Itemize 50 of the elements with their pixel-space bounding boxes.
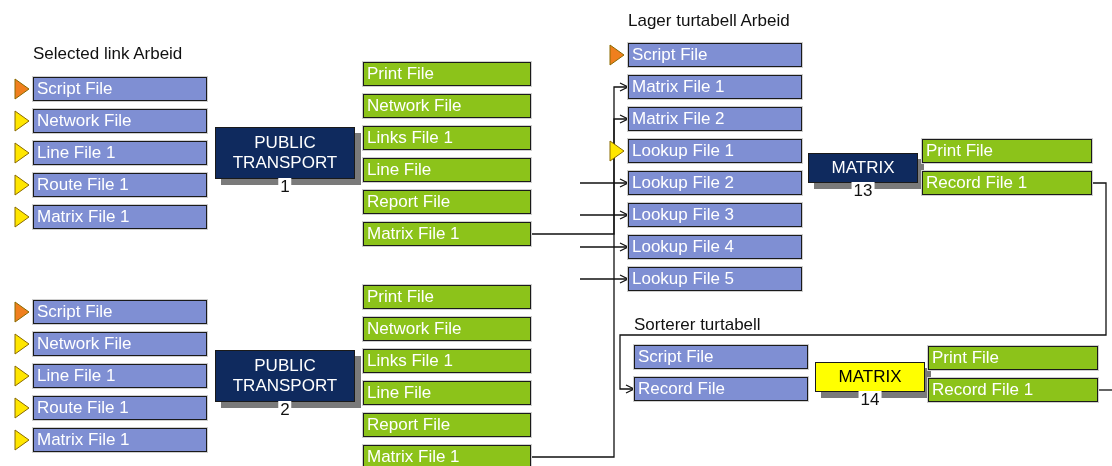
input-file-box: Lookup File 1 [628, 139, 802, 163]
output-file-box: Print File [922, 139, 1092, 163]
program-name: PUBLIC TRANSPORT [231, 356, 339, 396]
program-name: MATRIX [838, 367, 902, 387]
input-file-box: Network File [33, 109, 207, 133]
input-file-box: Line File 1 [33, 364, 207, 388]
output-file-box: Print File [928, 346, 1098, 370]
input-file-box: Lookup File 3 [628, 203, 802, 227]
output-file-box: Network File [363, 94, 531, 118]
connector-arrow [530, 114, 629, 458]
input-file-box: Script File [634, 345, 808, 369]
input-file-box: Script File [628, 43, 802, 67]
output-file-box: Matrix File 1 [363, 445, 531, 466]
input-file-box: Lookup File 4 [628, 235, 802, 259]
output-file-box: Matrix File 1 [363, 222, 531, 246]
output-file-box: Line File [363, 158, 531, 182]
output-file-box: Report File [363, 413, 531, 437]
output-file-box: Record File 1 [922, 171, 1092, 195]
input-file-box: Matrix File 1 [628, 75, 802, 99]
connector-arrow [530, 82, 629, 235]
group-title: Selected link Arbeid [33, 44, 183, 64]
output-file-box: Links File 1 [363, 349, 531, 373]
output-file-box: Print File [363, 62, 531, 86]
output-file-box: Network File [363, 317, 531, 341]
output-file-box: Links File 1 [363, 126, 531, 150]
output-file-box: Record File 1 [928, 378, 1098, 402]
input-file-box: Network File [33, 332, 207, 356]
input-file-box: Matrix File 2 [628, 107, 802, 131]
input-file-box: Lookup File 2 [628, 171, 802, 195]
input-file-box: Record File [634, 377, 808, 401]
program-name: PUBLIC TRANSPORT [231, 133, 339, 173]
group-title: Sorterer turtabell [634, 315, 761, 335]
connector-arrow [579, 178, 629, 188]
input-file-box: Line File 1 [33, 141, 207, 165]
output-file-box: Line File [363, 381, 531, 405]
input-file-box: Script File [33, 77, 207, 101]
input-file-box: Route File 1 [33, 173, 207, 197]
connector-arrow [579, 210, 629, 220]
input-file-box: Matrix File 1 [33, 428, 207, 452]
program-name: MATRIX [831, 158, 895, 178]
connector-arrow [579, 242, 629, 252]
output-file-box: Print File [363, 285, 531, 309]
input-file-box: Route File 1 [33, 396, 207, 420]
input-file-box: Script File [33, 300, 207, 324]
group-title: Lager turtabell Arbeid [628, 11, 790, 31]
connector-arrow [619, 182, 1107, 394]
input-file-box: Matrix File 1 [33, 205, 207, 229]
input-file-box: Lookup File 5 [628, 267, 802, 291]
output-file-box: Report File [363, 190, 531, 214]
connector-arrow [579, 274, 629, 284]
